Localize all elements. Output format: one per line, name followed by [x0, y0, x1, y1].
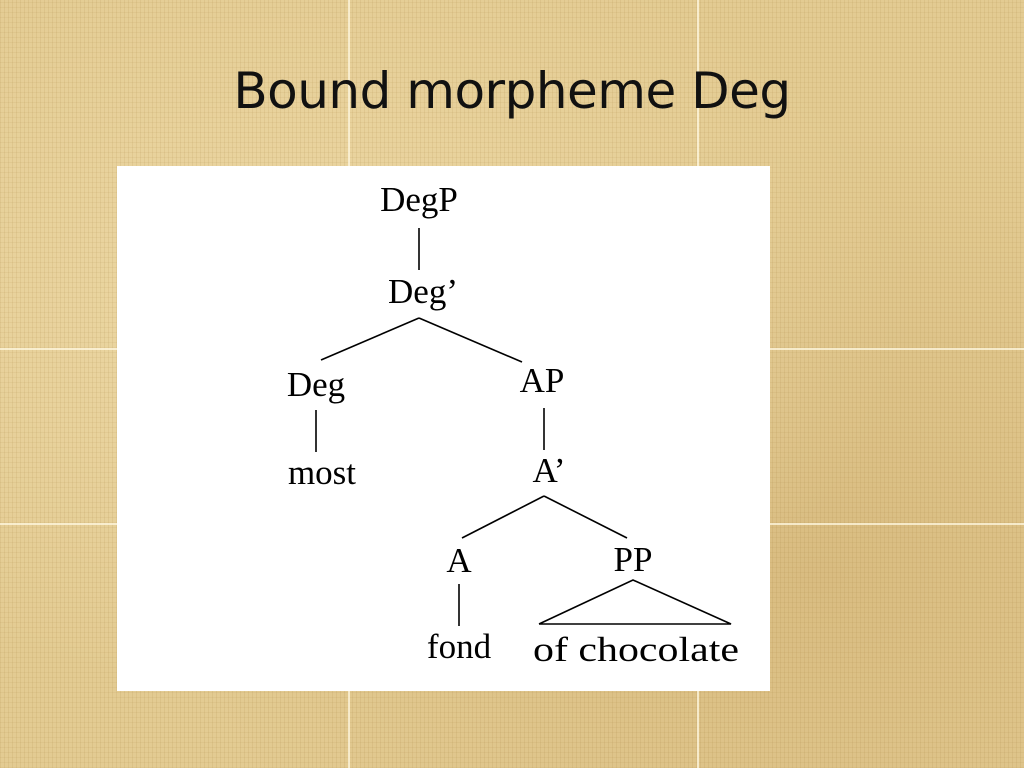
leaf-fond: fond	[427, 627, 492, 666]
node-deg: Deg	[287, 365, 345, 404]
node-a: A	[446, 541, 472, 580]
slide-title: Bound morpheme Deg	[233, 62, 791, 120]
node-a-bar: A’	[532, 451, 565, 490]
node-pp: PP	[614, 540, 653, 579]
leaf-most: most	[288, 453, 356, 492]
branch-abar-pp	[543, 495, 628, 539]
branch-degbar-deg	[320, 317, 420, 361]
syntax-tree-panel: DegP Deg’ Deg AP most A’ A PP fond of ch…	[117, 166, 770, 691]
node-ap: AP	[520, 361, 565, 400]
branch-abar-a	[461, 495, 545, 539]
branch-degbar-ap	[418, 317, 523, 363]
node-degp: DegP	[380, 180, 458, 219]
syntax-tree-diagram: DegP Deg’ Deg AP most A’ A PP fond of ch…	[287, 180, 739, 669]
triangle-pp-of-chocolate	[538, 579, 732, 625]
node-deg-bar: Deg’	[388, 272, 458, 311]
leaf-of-chocolate: of chocolate	[533, 630, 739, 669]
